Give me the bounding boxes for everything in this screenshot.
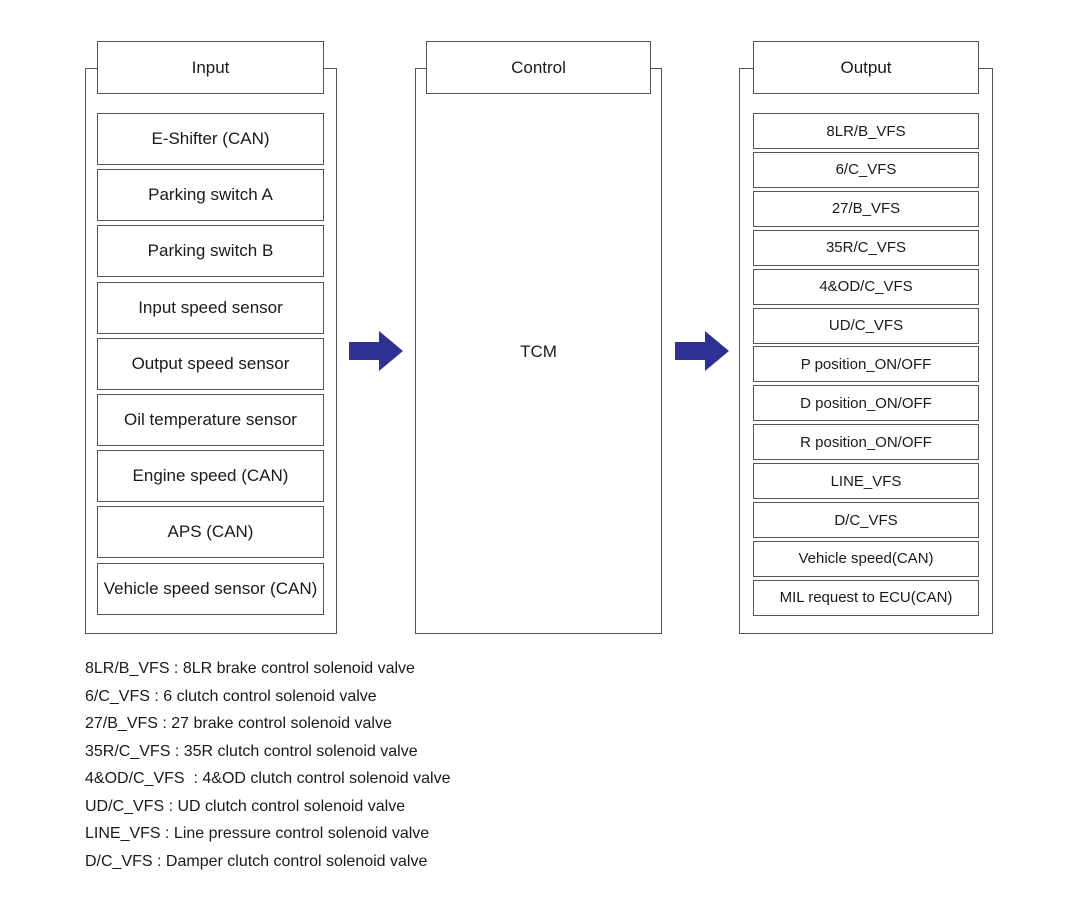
output-item: Vehicle speed(CAN): [753, 540, 979, 577]
input-item: Oil temperature sensor: [97, 394, 324, 446]
legend-entry: 6/C_VFS : 6 clutch control solenoid valv…: [85, 687, 377, 705]
input-panel-title: Input: [97, 41, 324, 94]
input-item: Output speed sensor: [97, 337, 324, 390]
output-item: 35R/C_VFS: [753, 229, 979, 266]
output-item: D/C_VFS: [753, 502, 979, 538]
arrow-control-to-output-shape: [675, 331, 729, 371]
legend-entry: LINE_VFS : Line pressure control solenoi…: [85, 825, 430, 842]
control-panel: [415, 68, 662, 634]
output-item: R position_ON/OFF: [753, 424, 979, 461]
tcm-label: TCM: [520, 342, 557, 361]
output-item: 6/C_VFS: [753, 151, 979, 188]
arrow-input-to-control-shape: [349, 331, 403, 371]
legend-entry: 4&OD/C_VFS : 4&OD clutch control solenoi…: [85, 770, 451, 787]
output-item: 8LR/B_VFS: [753, 113, 979, 149]
output-item: D position_ON/OFF: [753, 385, 979, 422]
output-panel-title: Output: [753, 41, 979, 94]
input-item: E-Shifter (CAN): [97, 113, 324, 165]
control-panel-title: Control: [426, 41, 651, 94]
legend-entry: UD/C_VFS : UD clutch control solenoid va…: [85, 797, 406, 815]
output-item: P position_ON/OFF: [753, 346, 979, 383]
output-item: 4&OD/C_VFS: [753, 268, 979, 305]
arrow-control-to-output-icon: [675, 331, 729, 371]
arrow-input-to-control-icon: [349, 331, 403, 371]
output-item: LINE_VFS: [753, 463, 979, 500]
input-item: Parking switch B: [97, 225, 324, 278]
abbreviation-legend: 8LR/B_VFS : 8LR brake control solenoid v…: [85, 655, 451, 875]
input-item: Vehicle speed sensor (CAN): [97, 562, 324, 615]
output-item: 27/B_VFS: [753, 190, 979, 227]
legend-entry: 27/B_VFS : 27 brake control solenoid val…: [85, 715, 392, 732]
output-item: UD/C_VFS: [753, 307, 979, 344]
input-item: Engine speed (CAN): [97, 450, 324, 503]
output-item: MIL request to ECU(CAN): [753, 579, 979, 616]
legend-entry: 35R/C_VFS : 35R clutch control solenoid …: [85, 742, 418, 760]
input-item: Input speed sensor: [97, 281, 324, 334]
legend-entry: 8LR/B_VFS : 8LR brake control solenoid v…: [85, 660, 415, 677]
input-item: APS (CAN): [97, 506, 324, 559]
input-item: Parking switch A: [97, 169, 324, 222]
legend-entry: D/C_VFS : Damper clutch control solenoid…: [85, 852, 428, 870]
